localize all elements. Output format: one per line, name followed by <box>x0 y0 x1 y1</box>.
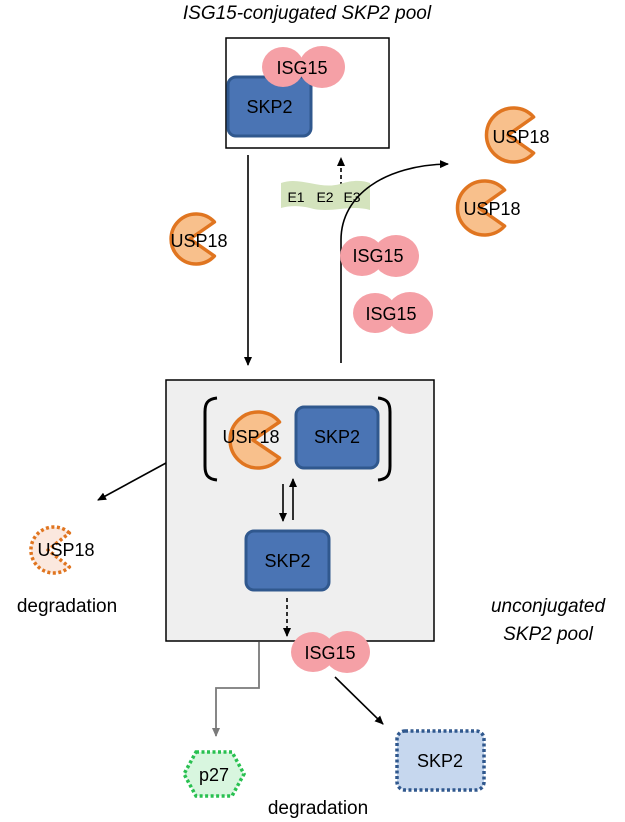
isg15-bead-right <box>387 292 433 334</box>
skp2-label: SKP2 <box>314 427 360 447</box>
complex-bracket-left <box>203 396 218 482</box>
free-usp18-lower: USP18 <box>455 179 521 237</box>
skp2-dotted-block <box>395 729 486 792</box>
usp18-label: USP18 <box>492 127 549 147</box>
complex-skp2: SKP2 <box>294 405 380 470</box>
usp18-label: USP18 <box>463 199 520 219</box>
usp18-shape <box>455 179 507 237</box>
free-usp18-upper: USP18 <box>484 106 550 164</box>
p27-degradation-arrow <box>212 642 260 737</box>
skp2-degradation-arrow <box>334 676 384 725</box>
usp18-shape <box>228 410 282 470</box>
e1-label: E1 <box>287 189 304 205</box>
usp18-dotted-shape <box>29 525 72 575</box>
usp18-release-arrow <box>340 160 449 363</box>
isg15-bead-right <box>324 631 370 673</box>
usp18-degradation-arrow <box>97 462 167 501</box>
e2-label: E2 <box>316 189 333 205</box>
p27-hexagon <box>182 750 246 798</box>
skp2-block <box>294 405 380 470</box>
usp18-label: USP18 <box>170 231 227 251</box>
isg15-conjugated-top: ISG15 <box>262 46 345 88</box>
skp2-label: SKP2 <box>246 97 292 117</box>
isg15-label: ISG15 <box>304 643 355 663</box>
free-skp2: SKP2 <box>244 529 331 592</box>
usp18-degradation-label: degradation <box>17 596 117 617</box>
isg15-bead-right <box>373 235 419 277</box>
enzyme-flag <box>281 180 370 210</box>
isg15-bead-right <box>299 46 345 88</box>
isg15-label: ISG15 <box>365 304 416 324</box>
skp2-block <box>244 529 331 592</box>
isg15-bead-left <box>262 47 304 87</box>
p27-degradation-label: degradation <box>268 798 368 819</box>
usp18-label: USP18 <box>37 540 94 560</box>
unconjugated-pool-title-line2: SKP2 pool <box>503 624 594 645</box>
conjugated-pool-title: ISG15-conjugated SKP2 pool <box>183 3 432 24</box>
skp2-label: SKP2 <box>264 551 310 571</box>
isg15-bead-left <box>353 293 397 333</box>
isg15-bead-left <box>291 632 335 672</box>
free-isg15-upper: ISG15 <box>340 235 419 277</box>
isg15-bead-left <box>340 236 384 276</box>
complex-bracket-right <box>377 396 392 482</box>
complex-usp18: USP18 <box>222 410 282 470</box>
isg15-label: ISG15 <box>352 246 403 266</box>
isg15-bottom: ISG15 <box>291 631 370 673</box>
e3-label: E3 <box>343 189 360 205</box>
e1-e2-e3-enzymes: E1 E2 E3 <box>281 180 370 210</box>
conjugated-skp2: SKP2 <box>226 75 313 138</box>
usp18-shape <box>169 212 217 266</box>
degraded-usp18: USP18 <box>29 525 95 575</box>
free-isg15-lower: ISG15 <box>353 292 433 334</box>
degraded-p27: p27 <box>182 750 246 798</box>
usp18-label: USP18 <box>222 427 279 447</box>
usp18-deconjugase: USP18 <box>169 212 228 266</box>
skp2-label: SKP2 <box>417 751 463 771</box>
isg15-label: ISG15 <box>276 58 327 78</box>
usp18-shape <box>484 106 536 164</box>
unconjugated-pool-title-line1: unconjugated <box>491 596 607 617</box>
degraded-skp2: SKP2 <box>395 729 486 792</box>
p27-label: p27 <box>199 765 229 785</box>
